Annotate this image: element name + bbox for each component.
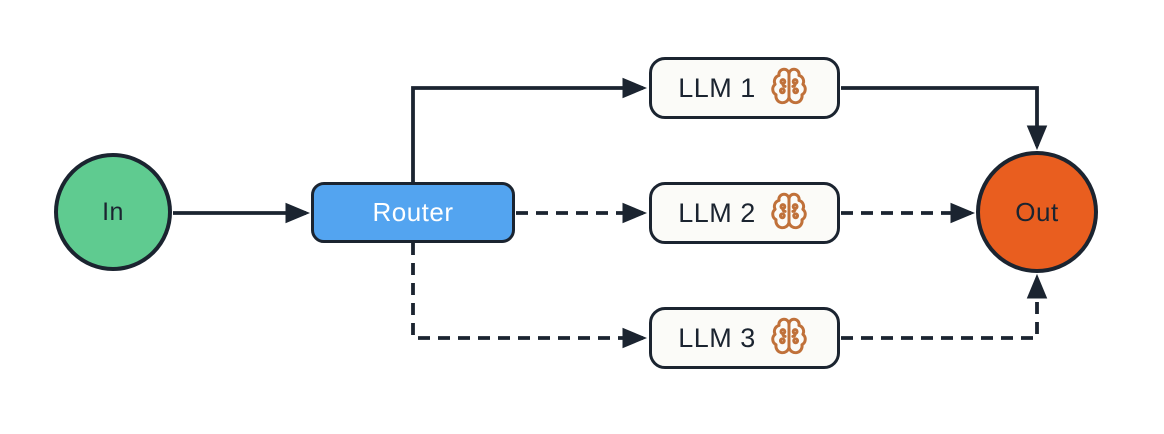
node-llm3-label: LLM 3 — [678, 322, 756, 353]
node-out: Out — [976, 151, 1098, 273]
node-in: In — [54, 153, 172, 271]
edge-llm3-out — [841, 273, 1048, 340]
node-in-label: In — [102, 197, 124, 226]
node-router: Router — [311, 182, 515, 243]
node-llm2: LLM 2 — [649, 182, 840, 244]
edge-llm1-out — [841, 86, 1048, 151]
brain-icon — [767, 192, 811, 234]
node-llm2-label: LLM 2 — [678, 197, 756, 228]
brain-icon — [767, 67, 811, 109]
edge-router-llm1 — [411, 77, 648, 182]
node-llm1: LLM 1 — [649, 57, 840, 119]
node-llm1-label: LLM 1 — [678, 72, 756, 103]
brain-icon — [767, 317, 811, 359]
edge-router-llm3 — [411, 243, 648, 349]
node-llm3: LLM 3 — [649, 307, 840, 369]
node-router-label: Router — [372, 197, 454, 227]
node-out-label: Out — [1015, 196, 1059, 227]
